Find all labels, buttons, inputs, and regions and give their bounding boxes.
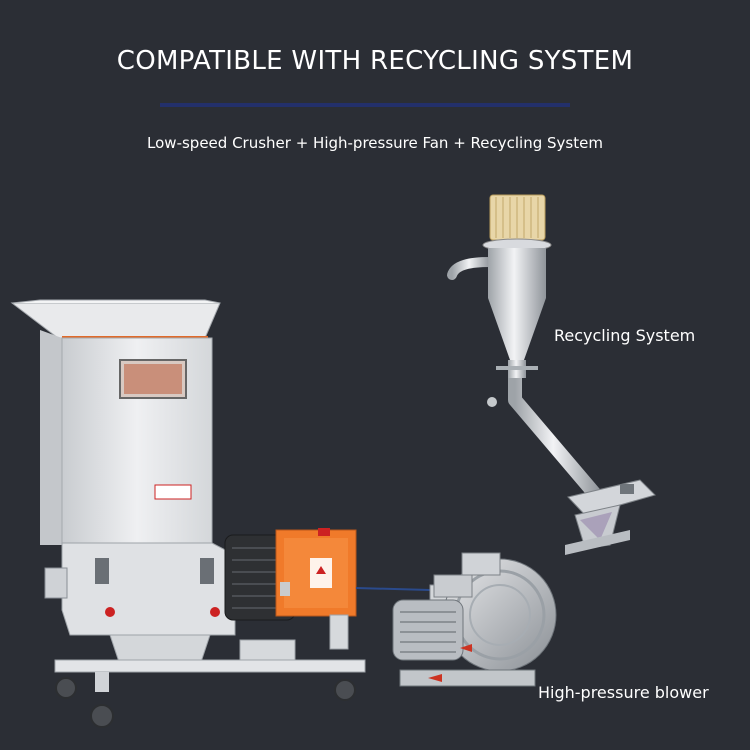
page-title: COMPATIBLE WITH RECYCLING SYSTEM — [116, 46, 634, 76]
blower-illustration — [392, 552, 557, 687]
title-underline — [160, 103, 570, 107]
page-subtitle: Low-speed Crusher + High-pressure Fan + … — [147, 134, 603, 152]
recycling-system-label: Recycling System — [554, 326, 696, 345]
connecting-hose — [355, 587, 431, 591]
crusher-illustration — [10, 299, 366, 728]
recycling-system-illustration — [447, 194, 656, 555]
high-pressure-blower-label: High-pressure blower — [538, 683, 709, 702]
